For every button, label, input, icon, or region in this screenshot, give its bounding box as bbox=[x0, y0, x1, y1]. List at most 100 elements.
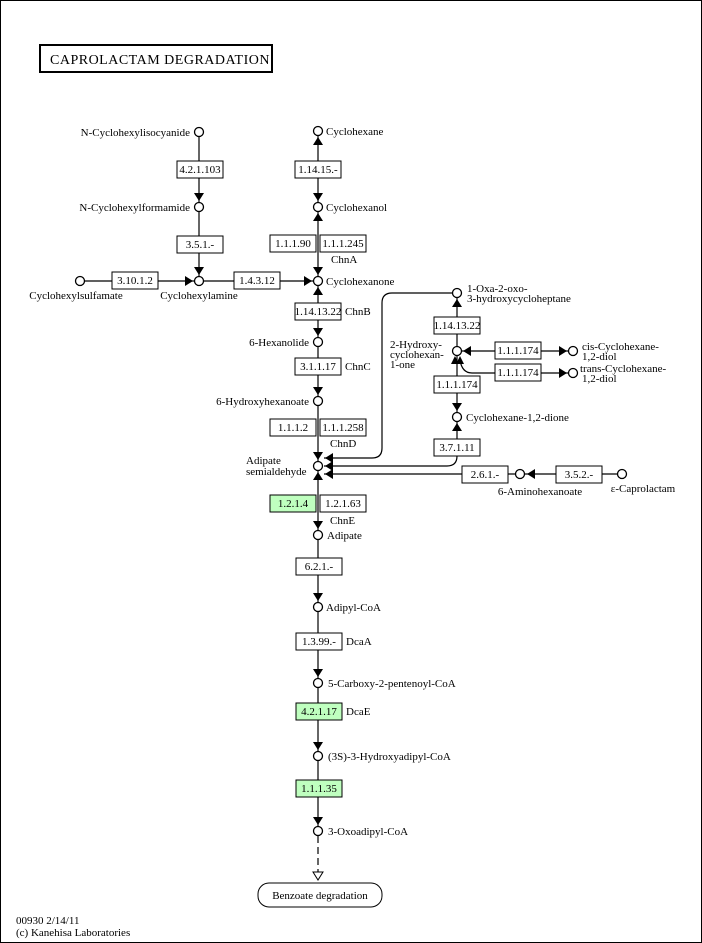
compound-label-adipate-semialdehyde-line2[interactable]: semialdehyde bbox=[246, 466, 307, 478]
compound-node-cyclohexane[interactable] bbox=[312, 125, 324, 137]
enzyme-label: 1.1.1.174 bbox=[497, 345, 539, 357]
compound-label-cyclohexane[interactable]: Cyclohexane bbox=[326, 126, 384, 138]
compound-node-cyclohexane-1-2-dione[interactable] bbox=[451, 411, 463, 423]
compound-label-n-cyclohexylisocyanide[interactable]: N-Cyclohexylisocyanide bbox=[81, 127, 190, 139]
enzyme-label: 1.4.3.12 bbox=[239, 275, 275, 287]
gene-label-chnd: ChnD bbox=[330, 438, 356, 450]
enzyme-box-2-6-1[interactable]: 2.6.1.- bbox=[461, 465, 509, 484]
enzyme-box-1-1-1-90[interactable]: 1.1.1.90 bbox=[269, 234, 317, 253]
compound-label-oxa-oxo-line1[interactable]: 1-Oxa-2-oxo- bbox=[467, 283, 528, 295]
compound-node-2-hydroxycyclohexan-1-one[interactable] bbox=[451, 345, 463, 357]
gene-labels: ChnA ChnB ChnC ChnD ChnE DcaA DcaE bbox=[330, 254, 372, 718]
enzyme-label: 1.14.13.22 bbox=[434, 320, 481, 332]
compound-label-cyclohexylsulfamate[interactable]: Cyclohexylsulfamate bbox=[29, 290, 123, 302]
enzyme-box-1-14-15[interactable]: 1.14.15.- bbox=[294, 160, 342, 179]
compound-node-5-carboxy-2-pentenoyl-coa[interactable] bbox=[312, 677, 324, 689]
compound-node-e-caprolactam[interactable] bbox=[616, 468, 628, 480]
enzyme-label: 1.1.1.174 bbox=[497, 367, 539, 379]
enzyme-box-3-10-1-2[interactable]: 3.10.1.2 bbox=[111, 271, 159, 290]
enzyme-box-1-1-1-35[interactable]: 1.1.1.35 bbox=[295, 779, 343, 798]
compound-label-cis-diol-line1[interactable]: cis-Cyclohexane- bbox=[582, 341, 659, 353]
compound-label-oxa-oxo-line2[interactable]: 3-hydroxycycloheptane bbox=[467, 293, 571, 305]
compound-node-cyclohexanone[interactable] bbox=[312, 275, 324, 287]
enzyme-box-6-2-1[interactable]: 6.2.1.- bbox=[295, 557, 343, 576]
enzyme-label: 1.1.1.35 bbox=[301, 783, 337, 795]
enzyme-label: 1.14.15.- bbox=[298, 164, 338, 176]
compound-label-5-carboxy-2-pentenoyl-coa[interactable]: 5-Carboxy-2-pentenoyl-CoA bbox=[328, 678, 456, 690]
compound-node-adipyl-coa[interactable] bbox=[312, 601, 324, 613]
enzyme-box-1-1-1-174-trans[interactable]: 1.1.1.174 bbox=[494, 363, 542, 382]
gene-label-dcae: DcaE bbox=[346, 706, 371, 718]
enzyme-box-1-1-1-174-dione[interactable]: 1.1.1.174 bbox=[433, 375, 481, 394]
compound-label-n-cyclohexylformamide[interactable]: N-Cyclohexylformamide bbox=[79, 202, 190, 214]
enzyme-box-3-7-1-11[interactable]: 3.7.1.11 bbox=[433, 438, 481, 457]
compound-label-6-hydroxyhexanoate[interactable]: 6-Hydroxyhexanoate bbox=[216, 396, 309, 408]
compound-label-cyclohexanone[interactable]: Cyclohexanone bbox=[326, 276, 395, 288]
enzyme-label: 2.6.1.- bbox=[471, 469, 500, 481]
map-title: CAPROLACTAM DEGRADATION bbox=[50, 53, 270, 68]
enzyme-box-3-5-1[interactable]: 3.5.1.- bbox=[176, 235, 224, 254]
compound-node-6-hydroxyhexanoate[interactable] bbox=[312, 395, 324, 407]
enzyme-box-1-1-1-258[interactable]: 1.1.1.258 bbox=[319, 418, 367, 437]
enzyme-label: 1.2.1.63 bbox=[325, 498, 361, 510]
compound-label-hydroxy-cyclohexanone-line2[interactable]: cyclohexan- bbox=[390, 349, 444, 361]
compound-node-6-aminohexanoate[interactable] bbox=[514, 468, 526, 480]
compound-node-cyclohexanol[interactable] bbox=[312, 201, 324, 213]
enzyme-box-1-1-1-245[interactable]: 1.1.1.245 bbox=[319, 234, 367, 253]
compound-label-hydroxy-cyclohexanone-line1[interactable]: 2-Hydroxy- bbox=[390, 339, 442, 351]
map-link-benzoate-degradation[interactable]: Benzoate degradation bbox=[257, 882, 383, 908]
compound-node-3-oxoadipyl-coa[interactable] bbox=[312, 825, 324, 837]
compound-label-cyclohexane-1-2-dione[interactable]: Cyclohexane-1,2-dione bbox=[466, 412, 569, 424]
compound-label-adipyl-coa[interactable]: Adipyl-CoA bbox=[326, 602, 381, 614]
enzyme-label: 1.3.99.- bbox=[302, 636, 336, 648]
compound-label-adipate-semialdehyde-line1[interactable]: Adipate bbox=[246, 455, 281, 467]
compound-node-3s-3-hydroxyadipyl-coa[interactable] bbox=[312, 750, 324, 762]
gene-label-chnb: ChnB bbox=[345, 306, 371, 318]
compound-label-6-aminohexanoate[interactable]: 6-Aminohexanoate bbox=[498, 486, 582, 498]
enzyme-box-4-2-1-17[interactable]: 4.2.1.17 bbox=[295, 702, 343, 721]
enzyme-box-1-1-1-174-cis[interactable]: 1.1.1.174 bbox=[494, 341, 542, 360]
enzyme-box-1-1-1-2[interactable]: 1.1.1.2 bbox=[269, 418, 317, 437]
gene-label-chna: ChnA bbox=[331, 254, 357, 266]
enzyme-box-1-14-13-22-side[interactable]: 1.14.13.22 bbox=[433, 316, 481, 335]
compound-label-3s-3-hydroxyadipyl-coa[interactable]: (3S)-3-Hydroxyadipyl-CoA bbox=[328, 751, 451, 763]
enzyme-label: 3.7.1.11 bbox=[439, 442, 474, 454]
copyright: (c) Kanehisa Laboratories bbox=[16, 927, 130, 939]
compound-node-n-cyclohexylisocyanide[interactable] bbox=[193, 126, 205, 138]
compound-label-cis-diol-line2[interactable]: 1,2-diol bbox=[582, 351, 617, 363]
enzyme-label: 4.2.1.17 bbox=[301, 706, 337, 718]
compound-node-trans-cyclohexane-1-2-diol[interactable] bbox=[567, 367, 579, 379]
compound-node-n-cyclohexylformamide[interactable] bbox=[193, 201, 205, 213]
compound-node-cis-cyclohexane-1-2-diol[interactable] bbox=[567, 345, 579, 357]
compound-label-trans-diol-line2[interactable]: 1,2-diol bbox=[582, 373, 617, 385]
enzyme-box-4-2-1-103[interactable]: 4.2.1.103 bbox=[176, 160, 224, 179]
enzyme-box-1-14-13-22-main[interactable]: 1.14.13.22 bbox=[294, 302, 342, 321]
enzyme-label: 1.1.1.90 bbox=[275, 238, 311, 250]
enzyme-label: 6.2.1.- bbox=[305, 561, 334, 573]
enzyme-box-1-2-1-4[interactable]: 1.2.1.4 bbox=[269, 494, 317, 513]
compound-label-trans-diol-line1[interactable]: trans-Cyclohexane- bbox=[580, 363, 666, 375]
compound-label-cyclohexylamine[interactable]: Cyclohexylamine bbox=[160, 290, 238, 302]
enzyme-box-1-3-99[interactable]: 1.3.99.- bbox=[295, 632, 343, 651]
enzyme-box-3-5-2[interactable]: 3.5.2.- bbox=[555, 465, 603, 484]
compound-node-adipate[interactable] bbox=[312, 529, 324, 541]
compound-label-hydroxy-cyclohexanone-line3[interactable]: 1-one bbox=[390, 359, 415, 371]
enzyme-box-3-1-1-17[interactable]: 3.1.1.17 bbox=[294, 357, 342, 376]
compound-label-cyclohexanol[interactable]: Cyclohexanol bbox=[326, 202, 387, 214]
compound-node-cyclohexylamine[interactable] bbox=[193, 275, 205, 287]
gene-label-chnc: ChnC bbox=[345, 361, 371, 373]
arrowheads bbox=[185, 137, 567, 881]
enzyme-box-1-2-1-63[interactable]: 1.2.1.63 bbox=[319, 494, 367, 513]
compound-label-6-hexanolide[interactable]: 6-Hexanolide bbox=[249, 337, 309, 349]
compound-node-6-hexanolide[interactable] bbox=[312, 336, 324, 348]
enzyme-label: 3.5.1.- bbox=[186, 239, 215, 251]
compound-node-cyclohexylsulfamate[interactable] bbox=[74, 275, 86, 287]
compound-label-3-oxoadipyl-coa[interactable]: 3-Oxoadipyl-CoA bbox=[328, 826, 408, 838]
compound-node-adipate-semialdehyde[interactable] bbox=[312, 460, 324, 472]
compound-label-adipate[interactable]: Adipate bbox=[327, 530, 362, 542]
compound-node-1-oxa-2-oxo-3-hydroxycycloheptane[interactable] bbox=[451, 287, 463, 299]
map-id-date: 00930 2/14/11 bbox=[16, 915, 79, 927]
enzyme-box-1-4-3-12[interactable]: 1.4.3.12 bbox=[233, 271, 281, 290]
compound-label-e-caprolactam[interactable]: ε-Caprolactam bbox=[611, 483, 676, 495]
